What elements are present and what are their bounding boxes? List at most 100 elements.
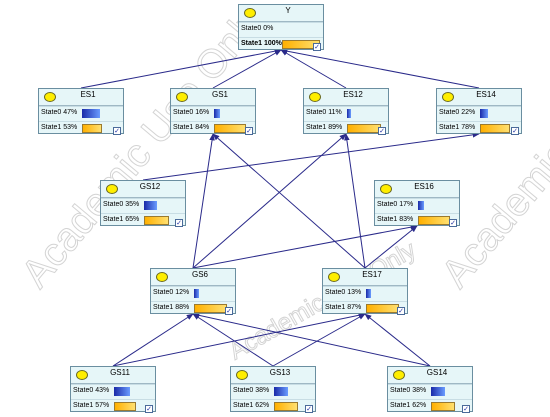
state-label: State1 65% <box>103 216 139 223</box>
state-label: State1 62% <box>233 402 269 409</box>
state-label: State1 84% <box>173 124 209 131</box>
state-percent: 16% <box>195 109 210 116</box>
node-title: GS12 <box>139 182 161 191</box>
probability-bar <box>347 124 381 133</box>
probability-bar <box>480 109 488 118</box>
state-percent: 0% <box>263 25 274 32</box>
node-header: ES12 <box>304 89 388 106</box>
state-row-0: State0 17% <box>375 198 459 213</box>
state-label: State0 12% <box>153 289 189 296</box>
state-percent: 62% <box>412 402 427 409</box>
state-percent: 65% <box>125 216 140 223</box>
state-row-0: State0 12% <box>151 286 235 301</box>
probability-bar <box>114 402 136 411</box>
node-status-icon <box>328 272 340 282</box>
state-name: State0 <box>241 25 262 32</box>
check-icon[interactable]: ✓ <box>145 405 153 413</box>
state-row-0: State0 13% <box>323 286 407 301</box>
check-icon[interactable]: ✓ <box>313 43 321 51</box>
check-icon[interactable]: ✓ <box>378 127 386 135</box>
edge-gs6-to-es16 <box>192 224 418 269</box>
state-label: State0 38% <box>233 387 269 394</box>
edge-gs1-to-y <box>212 49 282 89</box>
node-header: Y <box>239 5 323 22</box>
state-row-0: State0 0% <box>239 22 323 37</box>
check-icon[interactable]: ✓ <box>462 405 470 413</box>
node-title: GS6 <box>191 270 208 279</box>
node-header: ES14 <box>437 89 521 106</box>
state-label: State0 13% <box>325 289 361 296</box>
check-icon[interactable]: ✓ <box>449 219 457 227</box>
state-row-0: State0 35% <box>101 198 185 213</box>
check-icon[interactable]: ✓ <box>511 127 519 135</box>
state-percent: 38% <box>255 387 270 394</box>
edge-es1-to-y <box>80 48 282 89</box>
state-name: State1 <box>439 124 460 131</box>
check-icon[interactable]: ✓ <box>113 127 121 135</box>
node-title: ES16 <box>414 182 434 191</box>
state-row-0: State0 38% <box>231 384 315 399</box>
state-name: State1 <box>241 40 263 47</box>
node-title: GS1 <box>211 90 228 99</box>
state-row-0: State0 22% <box>437 106 521 121</box>
node-title: ES12 <box>343 90 363 99</box>
state-name: State0 <box>439 109 460 116</box>
state-row-1: State1 62%✓ <box>388 399 472 414</box>
state-name: State1 <box>41 124 62 131</box>
edge-es17-to-gs1 <box>212 133 366 269</box>
check-icon[interactable]: ✓ <box>245 127 253 135</box>
state-label: State1 53% <box>41 124 77 131</box>
state-name: State0 <box>73 387 94 394</box>
node-status-icon <box>244 8 256 18</box>
node-status-icon <box>393 370 405 380</box>
check-icon[interactable]: ✓ <box>175 219 183 227</box>
state-label: State1 89% <box>306 124 342 131</box>
state-percent: 17% <box>399 201 414 208</box>
check-icon[interactable]: ✓ <box>305 405 313 413</box>
state-name: State0 <box>233 387 254 394</box>
edge-es12-to-y <box>280 49 347 89</box>
state-row-1: State1 83% ✓ <box>375 213 459 228</box>
node-title: GS11 <box>110 368 130 377</box>
probability-bar <box>144 216 169 225</box>
check-icon[interactable]: ✓ <box>397 307 405 315</box>
probability-bar <box>82 109 100 118</box>
probability-bar <box>431 387 445 396</box>
state-percent: 89% <box>328 124 343 131</box>
state-row-1: State1 65% ✓ <box>101 213 185 228</box>
probability-bar <box>480 124 510 133</box>
state-percent: 47% <box>63 109 78 116</box>
edge-gs11-to-es17 <box>112 312 366 367</box>
probability-bar <box>274 387 288 396</box>
state-percent: 22% <box>461 109 476 116</box>
state-percent: 57% <box>95 402 110 409</box>
state-percent: 43% <box>95 387 110 394</box>
check-icon[interactable]: ✓ <box>225 307 233 315</box>
node-status-icon <box>44 92 56 102</box>
state-label: State0 35% <box>103 201 139 208</box>
state-row-1: State1 78%✓ <box>437 121 521 136</box>
probability-bar <box>418 216 450 225</box>
probability-bar <box>418 201 424 210</box>
state-row-0: State0 43% <box>71 384 155 399</box>
state-name: State1 <box>325 304 346 311</box>
state-percent: 88% <box>175 304 190 311</box>
node-header: GS13 <box>231 367 315 384</box>
edge-gs11-to-gs6 <box>112 313 194 367</box>
state-row-1: State1 89% ✓ <box>304 121 388 136</box>
state-name: State1 <box>173 124 194 131</box>
state-label: State1 83% <box>377 216 413 223</box>
